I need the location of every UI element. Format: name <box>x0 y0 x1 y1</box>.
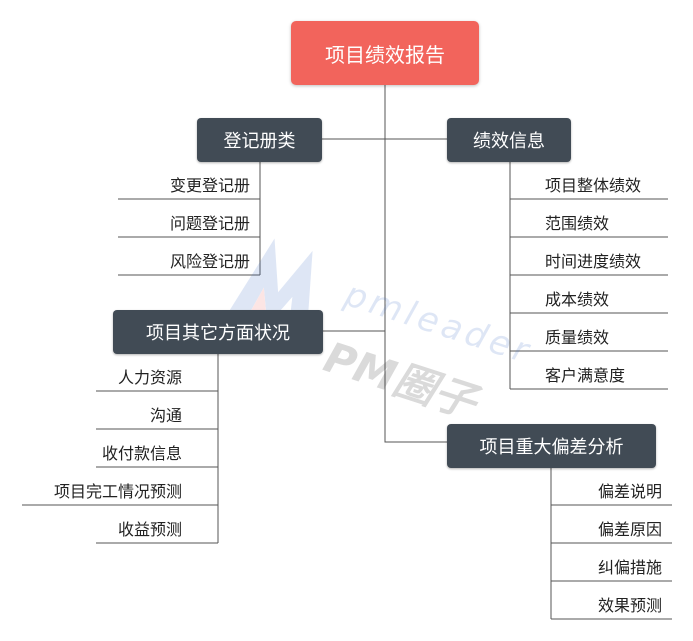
performance-leaf-lines <box>509 162 668 390</box>
leaf-registers-2[interactable]: 问题登记册 <box>169 214 250 233</box>
leaf-performance-6[interactable]: 客户满意度 <box>545 366 626 385</box>
branch-variance[interactable]: 项目重大偏差分析 <box>447 424 656 468</box>
root-node[interactable]: 项目绩效报告 <box>291 21 479 85</box>
leaf-variance-4[interactable]: 效果预测 <box>597 596 662 615</box>
branch-other[interactable]: 项目其它方面状况 <box>113 310 323 354</box>
leaf-other-2[interactable]: 沟通 <box>149 406 182 425</box>
leaf-other-1[interactable]: 人力资源 <box>117 368 182 387</box>
leaf-registers-1[interactable]: 变更登记册 <box>169 176 250 195</box>
variance-leaf-lines <box>550 468 672 620</box>
leaf-other-3[interactable]: 收付款信息 <box>101 444 182 463</box>
leaf-other-5[interactable]: 收益预测 <box>117 520 182 539</box>
branch-performance[interactable]: 绩效信息 <box>447 118 571 162</box>
leaf-other-4[interactable]: 项目完工情况预测 <box>53 482 182 501</box>
branch-registers[interactable]: 登记册类 <box>197 118 322 162</box>
leaf-variance-1[interactable]: 偏差说明 <box>597 482 662 501</box>
other-leaf-lines <box>22 354 219 544</box>
leaf-variance-2[interactable]: 偏差原因 <box>597 520 662 539</box>
leaf-variance-3[interactable]: 纠偏措施 <box>597 558 662 577</box>
leaf-performance-5[interactable]: 质量绩效 <box>545 328 610 347</box>
leaf-performance-4[interactable]: 成本绩效 <box>545 290 610 309</box>
registers-leaf-lines <box>118 162 261 276</box>
leaf-registers-3[interactable]: 风险登记册 <box>169 252 250 271</box>
leaf-performance-1[interactable]: 项目整体绩效 <box>545 176 642 195</box>
leaf-performance-2[interactable]: 范围绩效 <box>545 214 610 233</box>
trunk-line <box>384 85 447 443</box>
leaf-performance-3[interactable]: 时间进度绩效 <box>545 252 642 271</box>
